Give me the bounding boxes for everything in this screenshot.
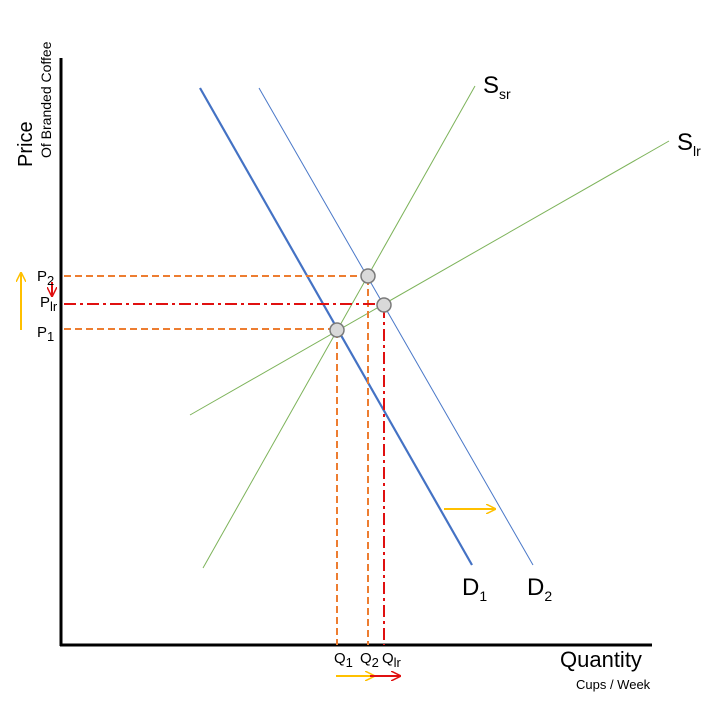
p2-label: P2 bbox=[37, 268, 54, 288]
d1-label: D1 bbox=[462, 574, 487, 604]
x-axis-subtitle: Cups / Week bbox=[576, 677, 651, 692]
q2-label: Q2 bbox=[360, 650, 379, 670]
p1-label: P1 bbox=[37, 324, 54, 344]
plr-label: Plr bbox=[40, 294, 58, 314]
equilibrium-point-1 bbox=[329, 322, 345, 338]
s-sr-label: Ssr bbox=[483, 72, 511, 102]
x-axis-title: Quantity bbox=[560, 647, 642, 672]
s-lr-label: Slr bbox=[677, 129, 701, 159]
y-axis-subtitle: Of Branded Coffee bbox=[38, 41, 54, 158]
y-axis-title: Price bbox=[15, 121, 37, 167]
demand-curve-d2 bbox=[258, 87, 534, 566]
qlr-label: Qlr bbox=[382, 650, 402, 670]
long-run-supply-curve bbox=[189, 140, 670, 416]
equilibrium-point-lr bbox=[376, 297, 392, 313]
equilibrium-point-2 bbox=[360, 268, 376, 284]
q1-label: Q1 bbox=[334, 650, 353, 670]
d2-label: D2 bbox=[527, 574, 552, 604]
